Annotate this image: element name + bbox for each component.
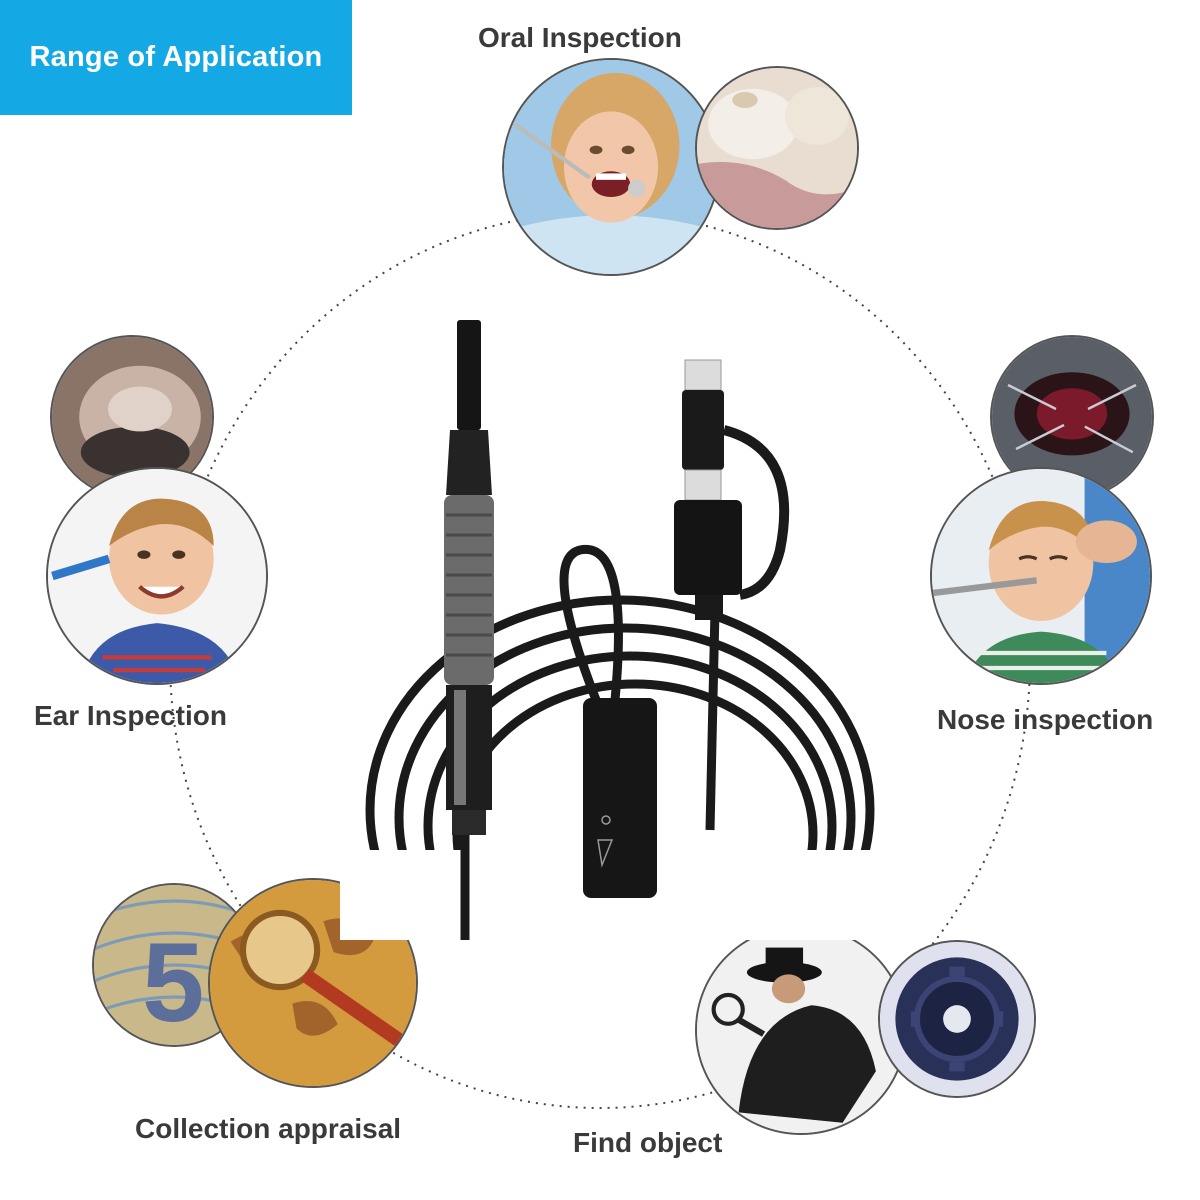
- nose-inspection-label: Nose inspection: [937, 704, 1154, 735]
- endoscope-device: [340, 320, 900, 940]
- detective-photo: [695, 925, 907, 1135]
- oral-inspection-label: Oral Inspection: [478, 22, 682, 53]
- collection-appraisal-label: Collection appraisal: [135, 1113, 402, 1144]
- probe-handle: [444, 320, 494, 835]
- range-of-application-banner: Range of Application: [0, 0, 352, 115]
- tooth-closeup-photo: [695, 66, 859, 230]
- svg-text:5: 5: [142, 920, 204, 1045]
- oral-child-photo: [502, 58, 720, 276]
- ear-boy-photo: [46, 467, 268, 685]
- usb-adapter: [674, 359, 790, 620]
- nose-closeup-photo: [990, 335, 1154, 499]
- lens-closeup-photo: [878, 940, 1036, 1098]
- banner-title: Range of Application: [29, 41, 323, 73]
- nose-boy-photo: [930, 467, 1152, 685]
- find-object-label: Find object: [573, 1127, 723, 1158]
- control-box: [583, 698, 657, 898]
- ear-inspection-label: Ear Inspection: [34, 700, 227, 731]
